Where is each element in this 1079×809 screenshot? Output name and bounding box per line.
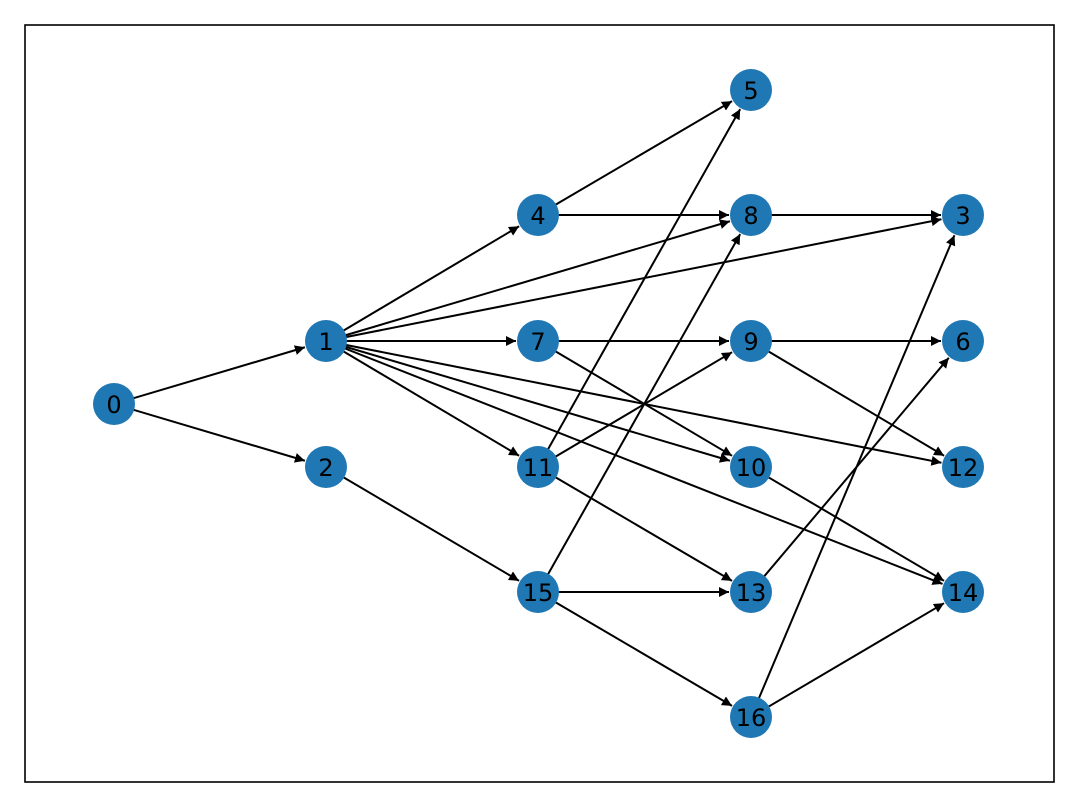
- node-15: 15: [517, 571, 559, 613]
- node-circle-11: [517, 446, 559, 488]
- edge-15-to-16: [537, 591, 733, 707]
- node-label-10: 10: [736, 454, 767, 482]
- edge-10-to-14: [750, 466, 945, 582]
- node-circle-10: [730, 446, 772, 488]
- edge-1-to-11: [325, 340, 520, 457]
- node-circle-3: [942, 194, 984, 236]
- node-12: 12: [942, 446, 984, 488]
- node-11: 11: [517, 446, 559, 488]
- node-10: 10: [730, 446, 772, 488]
- node-circle-2: [305, 446, 347, 488]
- node-circle-15: [517, 571, 559, 613]
- node-label-15: 15: [523, 579, 554, 607]
- node-label-4: 4: [530, 202, 545, 230]
- node-label-11: 11: [523, 454, 554, 482]
- edge-1-to-8: [325, 219, 731, 342]
- node-circle-8: [730, 194, 772, 236]
- edges-layer: [113, 100, 956, 718]
- edge-9-to-12: [750, 340, 945, 457]
- node-circle-5: [730, 69, 772, 111]
- node-label-0: 0: [106, 391, 121, 419]
- node-circle-12: [942, 446, 984, 488]
- node-circle-16: [730, 696, 772, 738]
- node-2: 2: [305, 446, 347, 488]
- edge-15-to-8: [537, 233, 742, 593]
- node-13: 13: [730, 571, 772, 613]
- node-label-16: 16: [736, 704, 767, 732]
- edge-0-to-2: [113, 403, 306, 463]
- node-label-5: 5: [743, 77, 758, 105]
- node-circle-6: [942, 320, 984, 362]
- edge-16-to-14: [750, 602, 945, 718]
- node-3: 3: [942, 194, 984, 236]
- edge-1-to-4: [325, 225, 520, 342]
- edge-13-to-6: [750, 357, 950, 593]
- node-14: 14: [942, 571, 984, 613]
- edge-11-to-5: [537, 108, 742, 468]
- node-7: 7: [517, 320, 559, 362]
- node-label-14: 14: [948, 579, 979, 607]
- node-0: 0: [93, 383, 135, 425]
- node-9: 9: [730, 320, 772, 362]
- edge-7-to-10: [537, 340, 733, 457]
- node-circle-9: [730, 320, 772, 362]
- edge-11-to-13: [537, 466, 733, 582]
- edge-16-to-3: [750, 234, 956, 718]
- node-label-1: 1: [318, 328, 333, 356]
- node-6: 6: [942, 320, 984, 362]
- edge-1-to-3: [325, 216, 942, 342]
- node-label-8: 8: [743, 202, 758, 230]
- node-circle-13: [730, 571, 772, 613]
- edge-11-to-9: [537, 351, 733, 468]
- node-8: 8: [730, 194, 772, 236]
- node-label-13: 13: [736, 579, 767, 607]
- node-circle-1: [305, 320, 347, 362]
- node-circle-7: [517, 320, 559, 362]
- node-16: 16: [730, 696, 772, 738]
- node-1: 1: [305, 320, 347, 362]
- edge-2-to-15: [325, 466, 520, 582]
- edge-1-to-10: [325, 340, 731, 463]
- node-label-9: 9: [743, 328, 758, 356]
- node-circle-4: [517, 194, 559, 236]
- edge-0-to-1: [113, 345, 306, 405]
- node-label-3: 3: [955, 202, 970, 230]
- node-5: 5: [730, 69, 772, 111]
- node-label-12: 12: [948, 454, 979, 482]
- node-label-6: 6: [955, 328, 970, 356]
- edge-1-to-14: [325, 340, 943, 585]
- node-4: 4: [517, 194, 559, 236]
- edge-1-to-12: [325, 340, 942, 466]
- node-label-7: 7: [530, 328, 545, 356]
- edge-4-to-5: [537, 100, 733, 216]
- node-circle-0: [93, 383, 135, 425]
- node-label-2: 2: [318, 454, 333, 482]
- node-circle-14: [942, 571, 984, 613]
